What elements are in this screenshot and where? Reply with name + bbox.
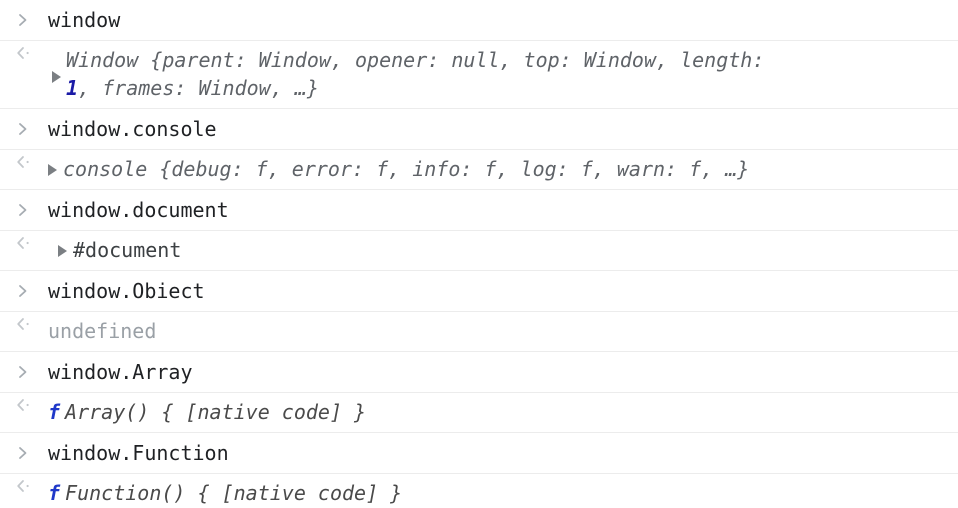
disclosure-triangle-right-icon[interactable] [52, 62, 67, 90]
console-input-row[interactable]: window.Function [0, 433, 958, 474]
chevron-right-icon [0, 122, 48, 136]
chevron-right-icon [0, 284, 48, 298]
chevron-left-dot-icon [0, 479, 48, 493]
console-result-node[interactable]: #document [48, 236, 958, 264]
result-number-value: 1 [66, 76, 79, 100]
function-glyph-icon: f [48, 481, 61, 505]
console-input-row[interactable]: window.Obiect [0, 271, 958, 312]
chevron-right-icon [0, 365, 48, 379]
chevron-left-dot-icon [0, 398, 48, 412]
function-glyph-icon: f [48, 400, 61, 424]
console-command-text: window.Function [48, 441, 229, 465]
result-function-text: Function() { [native code] } [65, 481, 403, 505]
console-input-row[interactable]: window.document [0, 190, 958, 231]
result-object-preview: console {debug: f, error: f, info: f, lo… [63, 157, 750, 181]
disclosure-triangle-right-icon[interactable] [48, 163, 57, 176]
console-command-text: window.Array [48, 360, 193, 384]
chevron-left-dot-icon [0, 155, 48, 169]
chevron-right-icon [0, 203, 48, 217]
console-command-text: window.Obiect [48, 279, 205, 303]
chevron-right-icon [0, 446, 48, 460]
console-command-text: window.document [48, 198, 229, 222]
console-result-object[interactable]: console {debug: f, error: f, info: f, lo… [48, 155, 958, 183]
console-output-row[interactable]: #document [0, 231, 958, 271]
console-output-row[interactable]: Window {parent: Window, opener: null, to… [0, 41, 958, 109]
console-command-text: window [48, 8, 121, 32]
console-input-row[interactable]: window.Array [0, 352, 958, 393]
chevron-right-icon [0, 13, 48, 27]
console-output-row[interactable]: undefined [0, 312, 958, 352]
console-output-row[interactable]: console {debug: f, error: f, info: f, lo… [0, 150, 958, 190]
chevron-left-dot-icon [0, 46, 48, 60]
chevron-left-dot-icon [0, 317, 48, 331]
console-command-text: window.console [48, 117, 217, 141]
disclosure-triangle-right-icon[interactable] [58, 244, 67, 257]
console-input-row[interactable]: window.console [0, 109, 958, 150]
console-result-undefined: undefined [48, 319, 157, 343]
console-input-row[interactable]: window [0, 0, 958, 41]
result-node-name: #document [73, 238, 182, 262]
result-function-text: Array() { [native code] } [65, 400, 367, 424]
result-object-preview-cont: , frames: Window, …} [78, 76, 319, 100]
console-result-object[interactable]: Window {parent: Window, opener: null, to… [48, 46, 958, 102]
chevron-left-dot-icon [0, 236, 48, 250]
result-object-preview: Window {parent: Window, opener: null, to… [66, 48, 765, 72]
